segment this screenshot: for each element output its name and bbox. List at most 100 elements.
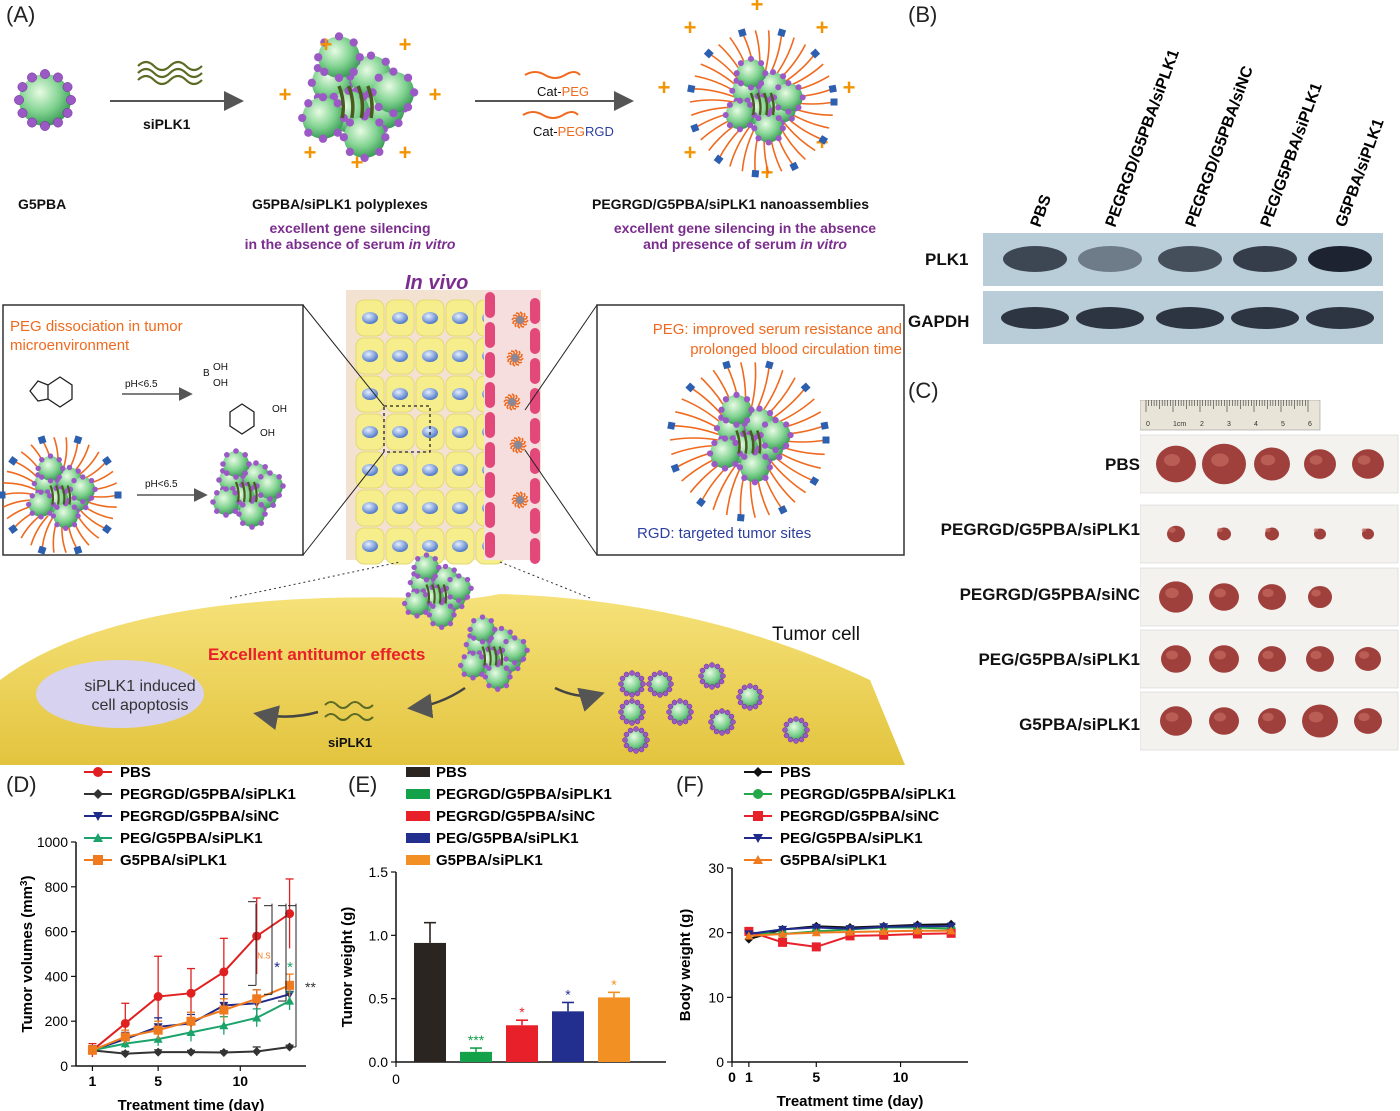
y-axis-label: Tumor volumes (mm3) [19, 876, 37, 1033]
data-point [252, 994, 262, 1004]
pba-dot [713, 425, 721, 432]
y-axis-label: Tumor weight (g) [340, 907, 356, 1028]
peg-dissoc-line2: microenvironment [10, 337, 130, 354]
tumor-specimen [1352, 449, 1384, 479]
rgd-target-text: RGD: targeted tumor sites [637, 525, 812, 542]
legend: PBSPEGRGD/G5PBA/siPLK1PEGRGD/G5PBA/siNCP… [406, 764, 612, 869]
vessel-particle-core [516, 496, 524, 504]
x-tick-label: 1 [745, 1069, 753, 1085]
tumor-specimen [1258, 646, 1286, 672]
pba-dot [783, 732, 790, 739]
peg-chain [769, 386, 807, 421]
pba-dot [737, 80, 744, 87]
pba-dot [642, 731, 649, 738]
tumor-specimen [1258, 584, 1286, 610]
cell-nucleus [452, 502, 468, 514]
rgd-ligand [722, 360, 731, 370]
legend-label: PEG/G5PBA/siPLK1 [436, 830, 579, 847]
data-point [219, 967, 229, 977]
sirna-strand [756, 92, 762, 116]
endothelial-cell [530, 298, 540, 324]
cat-peg-chain [524, 71, 581, 79]
pba-dot [405, 609, 411, 615]
pba-dot [729, 87, 736, 94]
free-g5pba [736, 683, 764, 711]
cluster-sphere [710, 438, 740, 469]
pba-dot [467, 626, 473, 633]
data-point [744, 931, 754, 940]
rgd-ligand [828, 84, 837, 93]
sirna-strand [240, 481, 246, 503]
pba-dot [83, 504, 89, 511]
peg-improved-line2: prolonged blood circulation time [690, 341, 902, 358]
rgd-ligand [37, 545, 47, 555]
pba-dot [644, 737, 650, 743]
pba-dot [280, 483, 286, 489]
pba-dot [677, 720, 683, 726]
pba-dot [214, 490, 220, 496]
peg-chain [729, 126, 751, 167]
pba-dot [783, 721, 790, 728]
pba-dot [629, 692, 635, 698]
pba-dot [62, 108, 73, 118]
sirna-strand [481, 646, 487, 666]
plus-charge: + [279, 82, 292, 107]
panel-label-c: (C) [908, 378, 939, 403]
pba-dot [623, 731, 630, 738]
data-point [93, 833, 103, 842]
pba-dot [60, 465, 66, 472]
pba-dot [223, 512, 229, 518]
sirna-strand [492, 646, 498, 666]
pba-dot [667, 703, 674, 710]
sphere-core [739, 686, 761, 708]
legend-swatch [406, 767, 430, 777]
tumor-specimen [1209, 583, 1239, 611]
cluster-sphere [502, 637, 528, 663]
rgd-ligand [114, 491, 122, 499]
apoptosis-label: siPLK1 induced cell apoptosis [60, 677, 220, 715]
boron-label: B [203, 368, 210, 379]
x-tick-label: 0 [392, 1071, 400, 1087]
endothelial-cell [485, 382, 495, 408]
peg-improved-line1: PEG: improved serum resistance and [652, 321, 902, 338]
pba-dot [657, 670, 663, 676]
cluster-sphere [429, 602, 455, 628]
pba-dot [25, 501, 32, 508]
tumor-group-label: G5PBA/siPLK1 [1019, 715, 1140, 734]
plus-charge: + [429, 82, 442, 107]
legend-label: PEGRGD/G5PBA/siNC [436, 808, 595, 825]
chart-tumor-weight: 0.00.51.01.50******Tumor weight (g)PBSPE… [340, 764, 666, 1087]
pba-dot [304, 99, 313, 108]
pba-dot [318, 134, 328, 143]
zoom-line [524, 449, 598, 556]
cluster-sphere [774, 83, 803, 112]
peg-chain [3, 482, 37, 491]
pba-dot [464, 594, 471, 600]
pba-dot [736, 97, 744, 104]
pba-dot [755, 115, 762, 122]
tumor-highlight [1358, 651, 1370, 659]
pba-dot [733, 421, 740, 428]
free-g5pba [622, 726, 650, 754]
sirna-strand [60, 485, 66, 505]
pba-dot [798, 736, 805, 743]
y-tick-label: 10 [708, 989, 724, 1005]
data-point [811, 923, 821, 932]
pba-dot [737, 60, 744, 67]
pba-dot [432, 573, 438, 579]
plus-charge: + [399, 32, 412, 57]
cell-nucleus [362, 388, 378, 400]
endothelial-cell [530, 328, 540, 354]
pba-dot [747, 55, 755, 62]
pba-dot [756, 699, 763, 706]
pba-dot [747, 683, 753, 689]
pba-dot [415, 573, 421, 579]
plus-charge: + [684, 15, 697, 40]
pba-dot [752, 703, 759, 710]
cell-nucleus [362, 540, 378, 552]
pba-dot [657, 692, 663, 698]
pba-dot [618, 709, 624, 715]
pba-dot [214, 508, 220, 514]
pba-dot [629, 698, 635, 704]
